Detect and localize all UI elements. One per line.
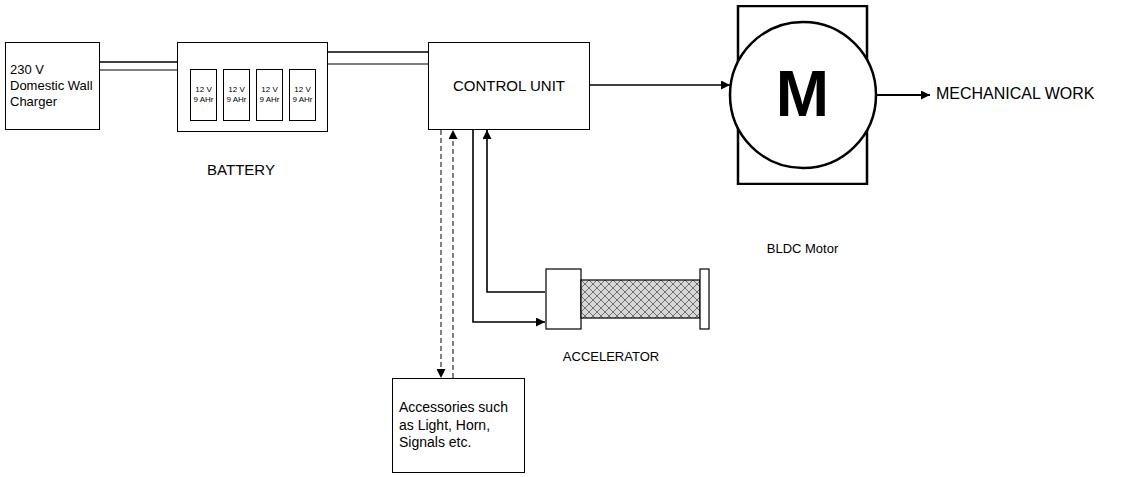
node-text: 12 V 9 AHr: [260, 85, 280, 104]
power-line: [473, 130, 545, 322]
signal-line: [441, 130, 442, 378]
node-label: BLDC Motor: [725, 242, 880, 257]
battery-cell: 12 V 9 AHr: [223, 69, 250, 121]
power-line: [328, 51, 428, 53]
node-text: Accessories such as Light, Horn, Signals…: [399, 399, 518, 452]
bldc-motor: MBLDC Motor: [725, 5, 880, 185]
accel-outline: [545, 268, 710, 330]
output-label: MECHANICAL WORK: [936, 85, 1095, 103]
signal-line: [453, 130, 454, 378]
battery-cell: 12 V 9 AHr: [289, 69, 316, 121]
power-line: [487, 130, 545, 292]
grip-end: [700, 269, 709, 329]
node-text: M: [776, 58, 829, 132]
accessories-box: Accessories such as Light, Horn, Signals…: [392, 378, 525, 473]
motor-body: [730, 22, 876, 168]
node-text: 230 V Domestic Wall Charger: [10, 62, 95, 111]
output-arrow: [876, 94, 930, 96]
node-text: 12 V 9 AHr: [194, 85, 214, 104]
node-text: 12 V 9 AHr: [227, 85, 247, 104]
grip-knurl: [581, 280, 700, 318]
accelerator-grip: ACCELERATOR: [545, 268, 710, 330]
node-text: 12 V 9 AHr: [293, 85, 313, 104]
grip-collar: [546, 269, 581, 329]
control-unit: CONTROL UNIT: [428, 42, 590, 130]
battery-pack: BATTERY12 V 9 AHr12 V 9 AHr12 V 9 AHr12 …: [177, 42, 328, 132]
power-line: [100, 61, 177, 63]
node-label: ACCELERATOR: [545, 350, 677, 365]
node-label: BATTERY: [178, 161, 304, 178]
battery-cell: 12 V 9 AHr: [190, 69, 217, 121]
node-text: CONTROL UNIT: [453, 77, 565, 94]
battery-cell: 12 V 9 AHr: [256, 69, 283, 121]
charger-box: 230 V Domestic Wall Charger: [5, 42, 100, 130]
power-line: [590, 84, 730, 86]
